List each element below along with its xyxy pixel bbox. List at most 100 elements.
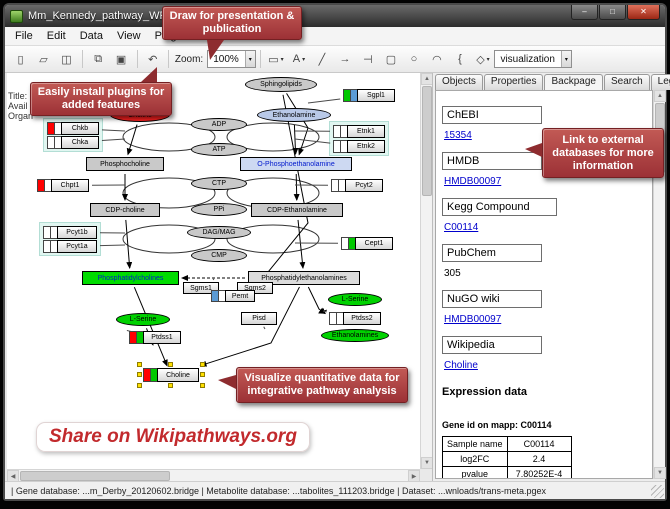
- tab-legend[interactable]: Legend: [650, 74, 670, 90]
- menu-edit[interactable]: Edit: [46, 30, 66, 42]
- node-atp[interactable]: ATP: [191, 143, 247, 156]
- chevron-down-icon: ▾: [486, 56, 490, 63]
- expression-cell: 7.80252E-4: [506, 466, 572, 478]
- selection-handle[interactable]: [200, 372, 205, 377]
- selection-handle[interactable]: [137, 362, 142, 367]
- node-chka[interactable]: Chka: [47, 136, 99, 149]
- menu-view[interactable]: View: [116, 30, 141, 42]
- zoom-label: Zoom:: [174, 53, 204, 65]
- selection-handle[interactable]: [137, 383, 142, 388]
- open-file-icon[interactable]: ▱: [39, 53, 48, 66]
- backpage-header-chebi: ChEBI: [442, 106, 542, 124]
- node-label: Pcyt1a: [57, 240, 97, 253]
- node-ptdss1[interactable]: Ptdss1: [129, 331, 181, 344]
- menu-file[interactable]: File: [15, 30, 33, 42]
- external-link[interactable]: HMDB00097: [444, 314, 502, 325]
- node-choline_sel[interactable]: Choline: [143, 368, 199, 382]
- maximize-button[interactable]: □: [599, 5, 626, 20]
- node-phosphatidylcholines[interactable]: Phosphatidylcholines: [82, 271, 179, 285]
- node-ethanolamines[interactable]: Ethanolamines: [321, 329, 389, 342]
- new-file-icon[interactable]: ▯: [17, 53, 24, 66]
- node-pcyt1b[interactable]: Pcyt1b: [43, 226, 97, 239]
- side-panel-tabs: ObjectsPropertiesBackpageSearchLegend: [433, 73, 670, 90]
- node-etnk1[interactable]: Etnk1: [333, 125, 385, 138]
- callout-plugins-text: Easily install plugins for added feature…: [37, 86, 165, 111]
- menu-data[interactable]: Data: [79, 30, 103, 42]
- external-link[interactable]: HMDB00097: [444, 176, 502, 187]
- node-pcyt1a[interactable]: Pcyt1a: [43, 240, 97, 253]
- arc-tool[interactable]: ◠: [432, 53, 442, 66]
- external-link[interactable]: C00114: [444, 222, 479, 233]
- visualization-select[interactable]: visualization▾: [494, 50, 572, 68]
- expression-heading: Expression data: [442, 386, 527, 398]
- node-chpt1[interactable]: Chpt1: [37, 179, 89, 192]
- node-l_serine_left[interactable]: L-Serine: [116, 313, 170, 326]
- tbar-tool[interactable]: ⊣: [363, 53, 373, 66]
- node-adp[interactable]: ADP: [191, 118, 247, 131]
- selection-handle[interactable]: [137, 372, 142, 377]
- scroll-up-icon[interactable]: ▲: [654, 90, 666, 102]
- node-ethanolamine_top[interactable]: Ethanolamine: [257, 108, 331, 122]
- canvas-vertical-scrollbar[interactable]: ▲ ▼: [420, 73, 433, 469]
- minimize-button[interactable]: –: [571, 5, 598, 20]
- save-file-icon[interactable]: ◫: [61, 53, 72, 66]
- title-bar[interactable]: Mm_Kennedy_pathway_WP1771_45176.gp... – …: [5, 5, 665, 27]
- datanode-tool[interactable]: ▭▾: [268, 53, 284, 66]
- tab-objects[interactable]: Objects: [435, 74, 483, 90]
- node-chkb[interactable]: Chkb: [47, 122, 99, 135]
- node-phosphocholine[interactable]: Phosphocholine: [86, 157, 164, 171]
- shapes-tool[interactable]: ◇▾: [476, 53, 490, 66]
- selection-handle[interactable]: [200, 362, 205, 367]
- undo-icon[interactable]: ↶: [148, 53, 158, 66]
- node-sgpl1[interactable]: Sgpl1: [343, 89, 395, 102]
- resize-grip[interactable]: [651, 485, 664, 498]
- backpage-header-pubchem: PubChem: [442, 244, 542, 262]
- node-ppi[interactable]: PPi: [191, 203, 247, 216]
- callout-visualize: Visualize quantitative data for integrat…: [218, 367, 408, 403]
- arrow-tool[interactable]: →: [339, 53, 351, 65]
- node-pemt[interactable]: Pemt: [211, 290, 255, 302]
- node-dag_mag[interactable]: DAG/MAG: [187, 226, 251, 239]
- oval-tool[interactable]: ○: [410, 53, 418, 65]
- brace-tool[interactable]: {: [458, 53, 462, 65]
- node-pisd[interactable]: Pisd: [241, 312, 277, 325]
- canvas-horizontal-scrollbar[interactable]: ◀ ▶: [7, 469, 420, 482]
- external-link[interactable]: Choline: [444, 360, 478, 371]
- backpage-header-hmdb: HMDB: [442, 152, 542, 170]
- scroll-thumb[interactable]: [422, 86, 432, 196]
- node-cdp_choline[interactable]: CDP-choline: [90, 203, 160, 217]
- close-button[interactable]: ✕: [627, 5, 660, 20]
- selection-handle[interactable]: [168, 362, 173, 367]
- node-cmp[interactable]: CMP: [191, 249, 247, 262]
- node-o_phosphoethanolamine[interactable]: O-Phosphoethanolamine: [240, 157, 352, 171]
- line-tool[interactable]: ╱: [318, 53, 326, 66]
- selection-handle[interactable]: [168, 383, 173, 388]
- tab-search[interactable]: Search: [603, 74, 650, 90]
- node-pcyt2[interactable]: Pcyt2: [331, 179, 383, 192]
- paste-icon[interactable]: ▣: [115, 53, 127, 66]
- callout-link: Link to external databases for more info…: [525, 128, 664, 178]
- node-label: Pcyt2: [345, 179, 383, 192]
- tab-properties[interactable]: Properties: [483, 74, 544, 90]
- external-link[interactable]: 15354: [444, 130, 472, 141]
- label-tool[interactable]: A▾: [292, 53, 306, 65]
- node-ctp[interactable]: CTP: [191, 177, 247, 190]
- callout-link-tail: [525, 143, 542, 157]
- copy-icon[interactable]: ⧉: [94, 52, 103, 65]
- rectangle-tool[interactable]: ▢: [385, 53, 397, 66]
- tab-backpage[interactable]: Backpage: [544, 74, 603, 90]
- backpage-header-nugo-wiki: NuGO wiki: [442, 290, 542, 308]
- node-sphingolipids[interactable]: Sphingolipids: [245, 77, 317, 92]
- scroll-down-icon[interactable]: ▼: [654, 467, 666, 479]
- info-line: Title:: [8, 91, 28, 101]
- scroll-thumb[interactable]: [20, 471, 170, 481]
- node-ptdss2[interactable]: Ptdss2: [329, 312, 381, 325]
- selection-handle[interactable]: [200, 383, 205, 388]
- node-cdp_ethanolamine[interactable]: CDP-Ethanolamine: [251, 203, 343, 217]
- node-etnk2[interactable]: Etnk2: [333, 140, 385, 153]
- chevron-down-icon: ▾: [280, 56, 284, 63]
- node-l_serine_right[interactable]: L-Serine: [328, 293, 382, 306]
- node-cept1[interactable]: Cept1: [341, 237, 393, 250]
